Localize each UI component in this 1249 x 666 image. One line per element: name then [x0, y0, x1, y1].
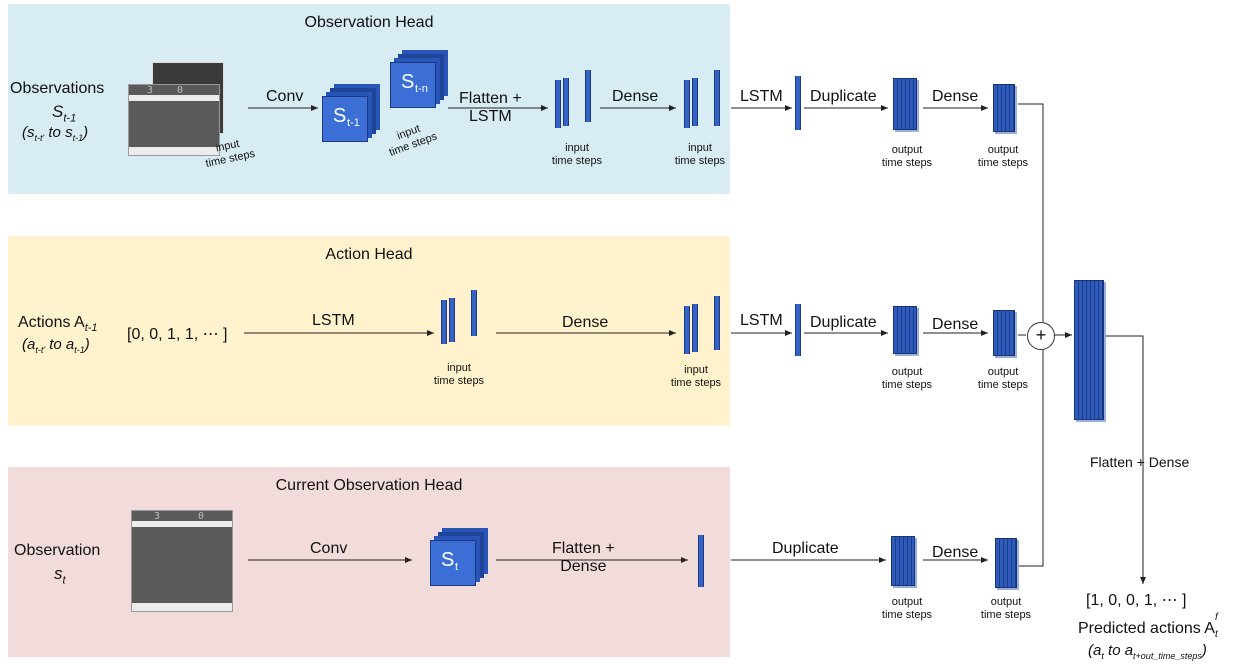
obs-lstm-label: LSTM [740, 88, 783, 105]
obs-to-merge-line [1018, 103, 1044, 322]
obs-dense-label: Dense [612, 88, 659, 105]
act-dense2-stack [993, 310, 1015, 356]
game-frame-front: 3 0 [128, 84, 220, 156]
actions-label: Actions At-1 [18, 314, 98, 335]
act-duplicate-stack [893, 306, 917, 354]
cur-flatten-bar [698, 535, 704, 587]
observations-range: (st-t' to st-1) [22, 124, 89, 143]
obs-flatten-label: Flatten +LSTM [459, 90, 522, 125]
obs-dense-bar-2 [692, 78, 698, 126]
observation-symbol: st [54, 564, 66, 587]
act-dense-bar-1 [684, 306, 690, 354]
cur-dense-label: Dense [932, 544, 979, 561]
cur-dense-stack [995, 538, 1017, 588]
act-lstm-bar-1 [441, 300, 447, 344]
current-game-frame: 3 0 [131, 510, 233, 612]
actions-range: (at-t' to at-1) [22, 336, 90, 355]
current-observation-head-title: Current Observation Head [275, 477, 463, 494]
obs-duplicate-stack [893, 78, 917, 130]
cur-flatten-label: Flatten +Dense [552, 540, 615, 575]
act-dense-bar-2 [692, 304, 698, 352]
action-vector: [0, 0, 1, 1, ⋯ ] [127, 326, 228, 343]
observations-symbol: St-1 [52, 102, 77, 125]
act-lstm-bar-2 [449, 298, 455, 342]
action-head-title: Action Head [325, 246, 413, 263]
add-merge-node: + [1027, 322, 1055, 350]
act-lstm-single-bar [795, 304, 801, 356]
flatten-dense-arrow [1106, 335, 1146, 584]
obs-duplicate-label: Duplicate [810, 88, 877, 105]
obs-dense-bar-3 [714, 70, 720, 126]
cur-duplicate-stack [891, 536, 915, 586]
act-lstm-label: LSTM [312, 312, 355, 329]
act-lstm2-label: LSTM [740, 312, 783, 329]
obs-lstm-bar-3 [585, 70, 591, 122]
act-dense-label: Dense [562, 314, 609, 331]
observations-label: Observations [10, 80, 105, 97]
act-dense-bar-3 [714, 296, 720, 350]
action-head-panel: Action Head [8, 236, 730, 426]
act-duplicate-label: Duplicate [810, 314, 877, 331]
obs-lstm-bar-1 [555, 80, 561, 128]
obs-dense-bar-1 [684, 80, 690, 128]
act-dense2-label: Dense [932, 316, 979, 333]
act-lstm-bar-3 [471, 290, 477, 336]
cur-to-merge-line [1018, 348, 1044, 567]
cur-conv-label: Conv [310, 540, 348, 557]
output-vector: [1, 0, 0, 1, ⋯ ] [1086, 592, 1187, 609]
current-observation-head-panel: Current Observation Head [8, 467, 730, 657]
cur-duplicate-label: Duplicate [772, 540, 839, 557]
observation-head-title: Observation Head [304, 14, 434, 31]
obs-dense2-label: Dense [932, 88, 979, 105]
obs-lstm-bar-2 [563, 78, 569, 126]
obs-dense2-stack [993, 84, 1015, 132]
obs-lstm-single-bar [795, 76, 801, 130]
predicted-actions-range: (at to at+out_time_steps) [1088, 642, 1207, 661]
merged-stack [1074, 280, 1104, 420]
observation-label: Observation [14, 542, 101, 559]
flatten-dense-label: Flatten + Dense [1090, 454, 1190, 470]
obs-conv-label: Conv [266, 88, 304, 105]
